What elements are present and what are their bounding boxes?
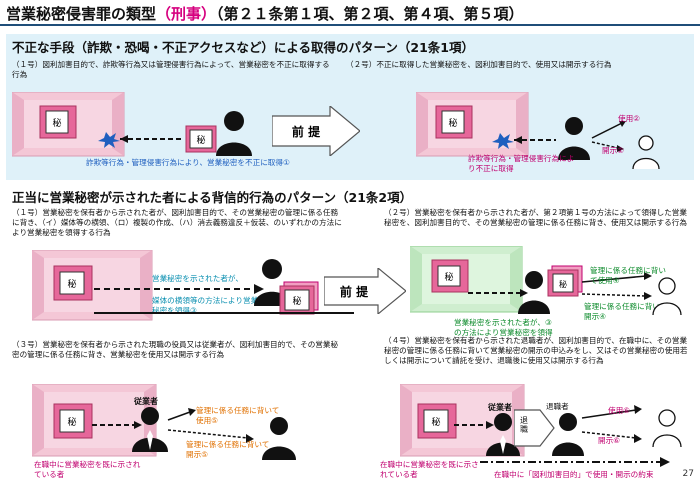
title-articles: （第２１条第１項、第２項、第４項、第５項） xyxy=(216,5,524,23)
premise-label-2: 前 提 xyxy=(340,284,369,299)
section-2-case-4-caption: 在職中に営業秘密を既に示されている者 xyxy=(380,460,479,479)
svg-text:秘: 秘 xyxy=(431,416,440,428)
title-highlight: （刑事） xyxy=(156,5,217,23)
svg-text:秘: 秘 xyxy=(52,117,61,129)
document-icon: 秘 xyxy=(185,125,217,153)
arrow-icon xyxy=(167,408,254,443)
section-2-case-1-caption-bottom: 媒体の横領等の方法により営業秘密を領得③ xyxy=(152,296,259,315)
retiree-label: 退職者 xyxy=(546,402,569,411)
svg-text:秘: 秘 xyxy=(448,117,457,129)
person-icon xyxy=(558,117,590,160)
explosion-icon xyxy=(492,133,556,149)
person-icon xyxy=(552,413,584,456)
section-1-heading: 不正な手段（詐欺・恐喝・不正アクセスなど）による取得のパターン（21条1項） xyxy=(12,40,474,55)
section-2-case-3-text: （３号）営業秘密を保有者から示された現職の役員又は従業者が、図利加害目的で、その… xyxy=(12,340,339,359)
use-label-5: 管理に係る任務に背いて使用⑤ xyxy=(196,406,280,425)
outline-person-icon xyxy=(632,135,660,170)
room-illustration-s1c2: 秘 xyxy=(416,92,529,157)
use-label-6: 使用⑥ xyxy=(608,406,630,415)
employee-badge-3: 従業者 xyxy=(134,397,158,406)
safe-icon: 秘 xyxy=(435,105,473,139)
safe-icon: 秘 xyxy=(53,403,93,439)
premise-arrow-1: 前 提 xyxy=(272,106,360,156)
section-2-case-3-caption: 在職中に営業秘密を既に示されている者 xyxy=(34,460,141,479)
person-icon xyxy=(216,111,252,156)
room-illustration-s2c1: 秘 xyxy=(32,250,153,321)
svg-text:秘: 秘 xyxy=(292,295,301,307)
section-2-heading: 正当に営業秘密が示された者による背信的行為のパターン（21条2項） xyxy=(12,190,413,205)
disclose-label-4: 管理に係る任務に背いて開示④ xyxy=(584,302,668,321)
person-icon xyxy=(132,407,168,452)
section-2: 正当に営業秘密が示された者による背信的行為のパターン（21条2項） （１号）営業… xyxy=(6,184,694,480)
safe-icon: 秘 xyxy=(431,259,469,293)
document-icon: 秘 xyxy=(279,281,319,315)
section-1-case-2-caption: 詐欺等行為・管理侵害行為により不正に取得 xyxy=(468,154,575,173)
premise-arrow-2: 前 提 xyxy=(324,268,406,314)
safe-icon: 秘 xyxy=(417,403,457,439)
svg-text:秘: 秘 xyxy=(559,279,567,289)
disclose-label-2: 開示② xyxy=(602,146,624,155)
arrow-icon xyxy=(581,272,652,300)
arrow-icon xyxy=(94,284,264,294)
svg-text:秘: 秘 xyxy=(67,416,76,428)
arrow-icon xyxy=(92,421,142,429)
arrow-icon xyxy=(581,405,642,443)
page-number: 27 xyxy=(682,469,694,479)
arrow-icon xyxy=(591,121,626,152)
outline-person-icon xyxy=(652,277,682,316)
section-1-case-2-text: （２号）不正に取得した営業秘密を、図利加害目的で、使用又は開示する行為 xyxy=(346,60,612,69)
title-main: 営業秘密侵害罪の類型 xyxy=(6,5,157,23)
retire-label: 退職 xyxy=(520,416,528,434)
room-illustration-s1c1: 秘 xyxy=(12,92,125,157)
arrow-icon xyxy=(98,132,184,148)
person-icon xyxy=(518,271,550,314)
page-title: 営業秘密侵害罪の類型（刑事）（第２１条第１項、第２項、第４項、第５項） xyxy=(6,3,524,24)
outline-person-icon xyxy=(652,409,682,448)
person-icon xyxy=(262,417,296,460)
section-2-case-2-caption: 営業秘密を示された者が、③の方法により営業秘密を領得 xyxy=(454,318,553,337)
divider-line xyxy=(94,312,354,314)
section-2-case-2-text: （２号）営業秘密を保有者から示された者が、第２項第１号の方法によって領得した営業… xyxy=(384,208,687,227)
section-2-case-1-caption-top: 営業秘密を示された者が、 xyxy=(152,274,243,283)
employee-badge-4: 従業者 xyxy=(488,403,512,412)
promise-arrow xyxy=(480,457,670,467)
promise-footnote: 在職中に「図利加害目的」で使用・開示の約束 xyxy=(494,470,654,479)
arrow-icon xyxy=(454,421,494,429)
section-1: 不正な手段（詐欺・恐喝・不正アクセスなど）による取得のパターン（21条1項） （… xyxy=(6,34,694,180)
premise-label-1: 前 提 xyxy=(292,124,321,139)
svg-text:秘: 秘 xyxy=(196,134,205,146)
section-1-case-1-caption: 詐欺等行為・管理侵害行為により、営業秘密を不正に取得① xyxy=(86,158,290,167)
section-1-case-1-text: （１号）図利加害目的で、詐欺等行為又は管理侵害行為によって、営業秘密を不正に取得… xyxy=(12,60,330,79)
svg-text:秘: 秘 xyxy=(444,271,453,283)
section-2-case-4-text: （４号）営業秘密を保有者から示された退職者が、図利加害目的で、在職中に、その営業… xyxy=(384,336,688,365)
room-illustration-s2c2: 秘 xyxy=(410,246,523,313)
disclose-label-5: 管理に係る任務に背いて開示⑤ xyxy=(186,440,270,459)
use-label-4: 管理に係る任務に背いて使用④ xyxy=(590,266,666,285)
section-2-case-1-text: （１号）営業秘密を保有者から示された者が、図利加害目的で、その営業秘密の管理に係… xyxy=(12,208,342,237)
title-bar: 営業秘密侵害罪の類型（刑事）（第２１条第１項、第２項、第４項、第５項） xyxy=(0,0,700,26)
svg-text:秘: 秘 xyxy=(67,278,76,290)
document-icon: 秘 xyxy=(547,265,583,297)
use-label-2: 使用② xyxy=(618,114,640,123)
safe-icon: 秘 xyxy=(53,265,93,301)
arrow-icon xyxy=(468,289,528,297)
retire-arrow xyxy=(514,409,555,447)
disclose-label-6: 開示⑥ xyxy=(598,436,620,445)
person-icon xyxy=(486,413,520,456)
safe-icon: 秘 xyxy=(39,105,77,139)
